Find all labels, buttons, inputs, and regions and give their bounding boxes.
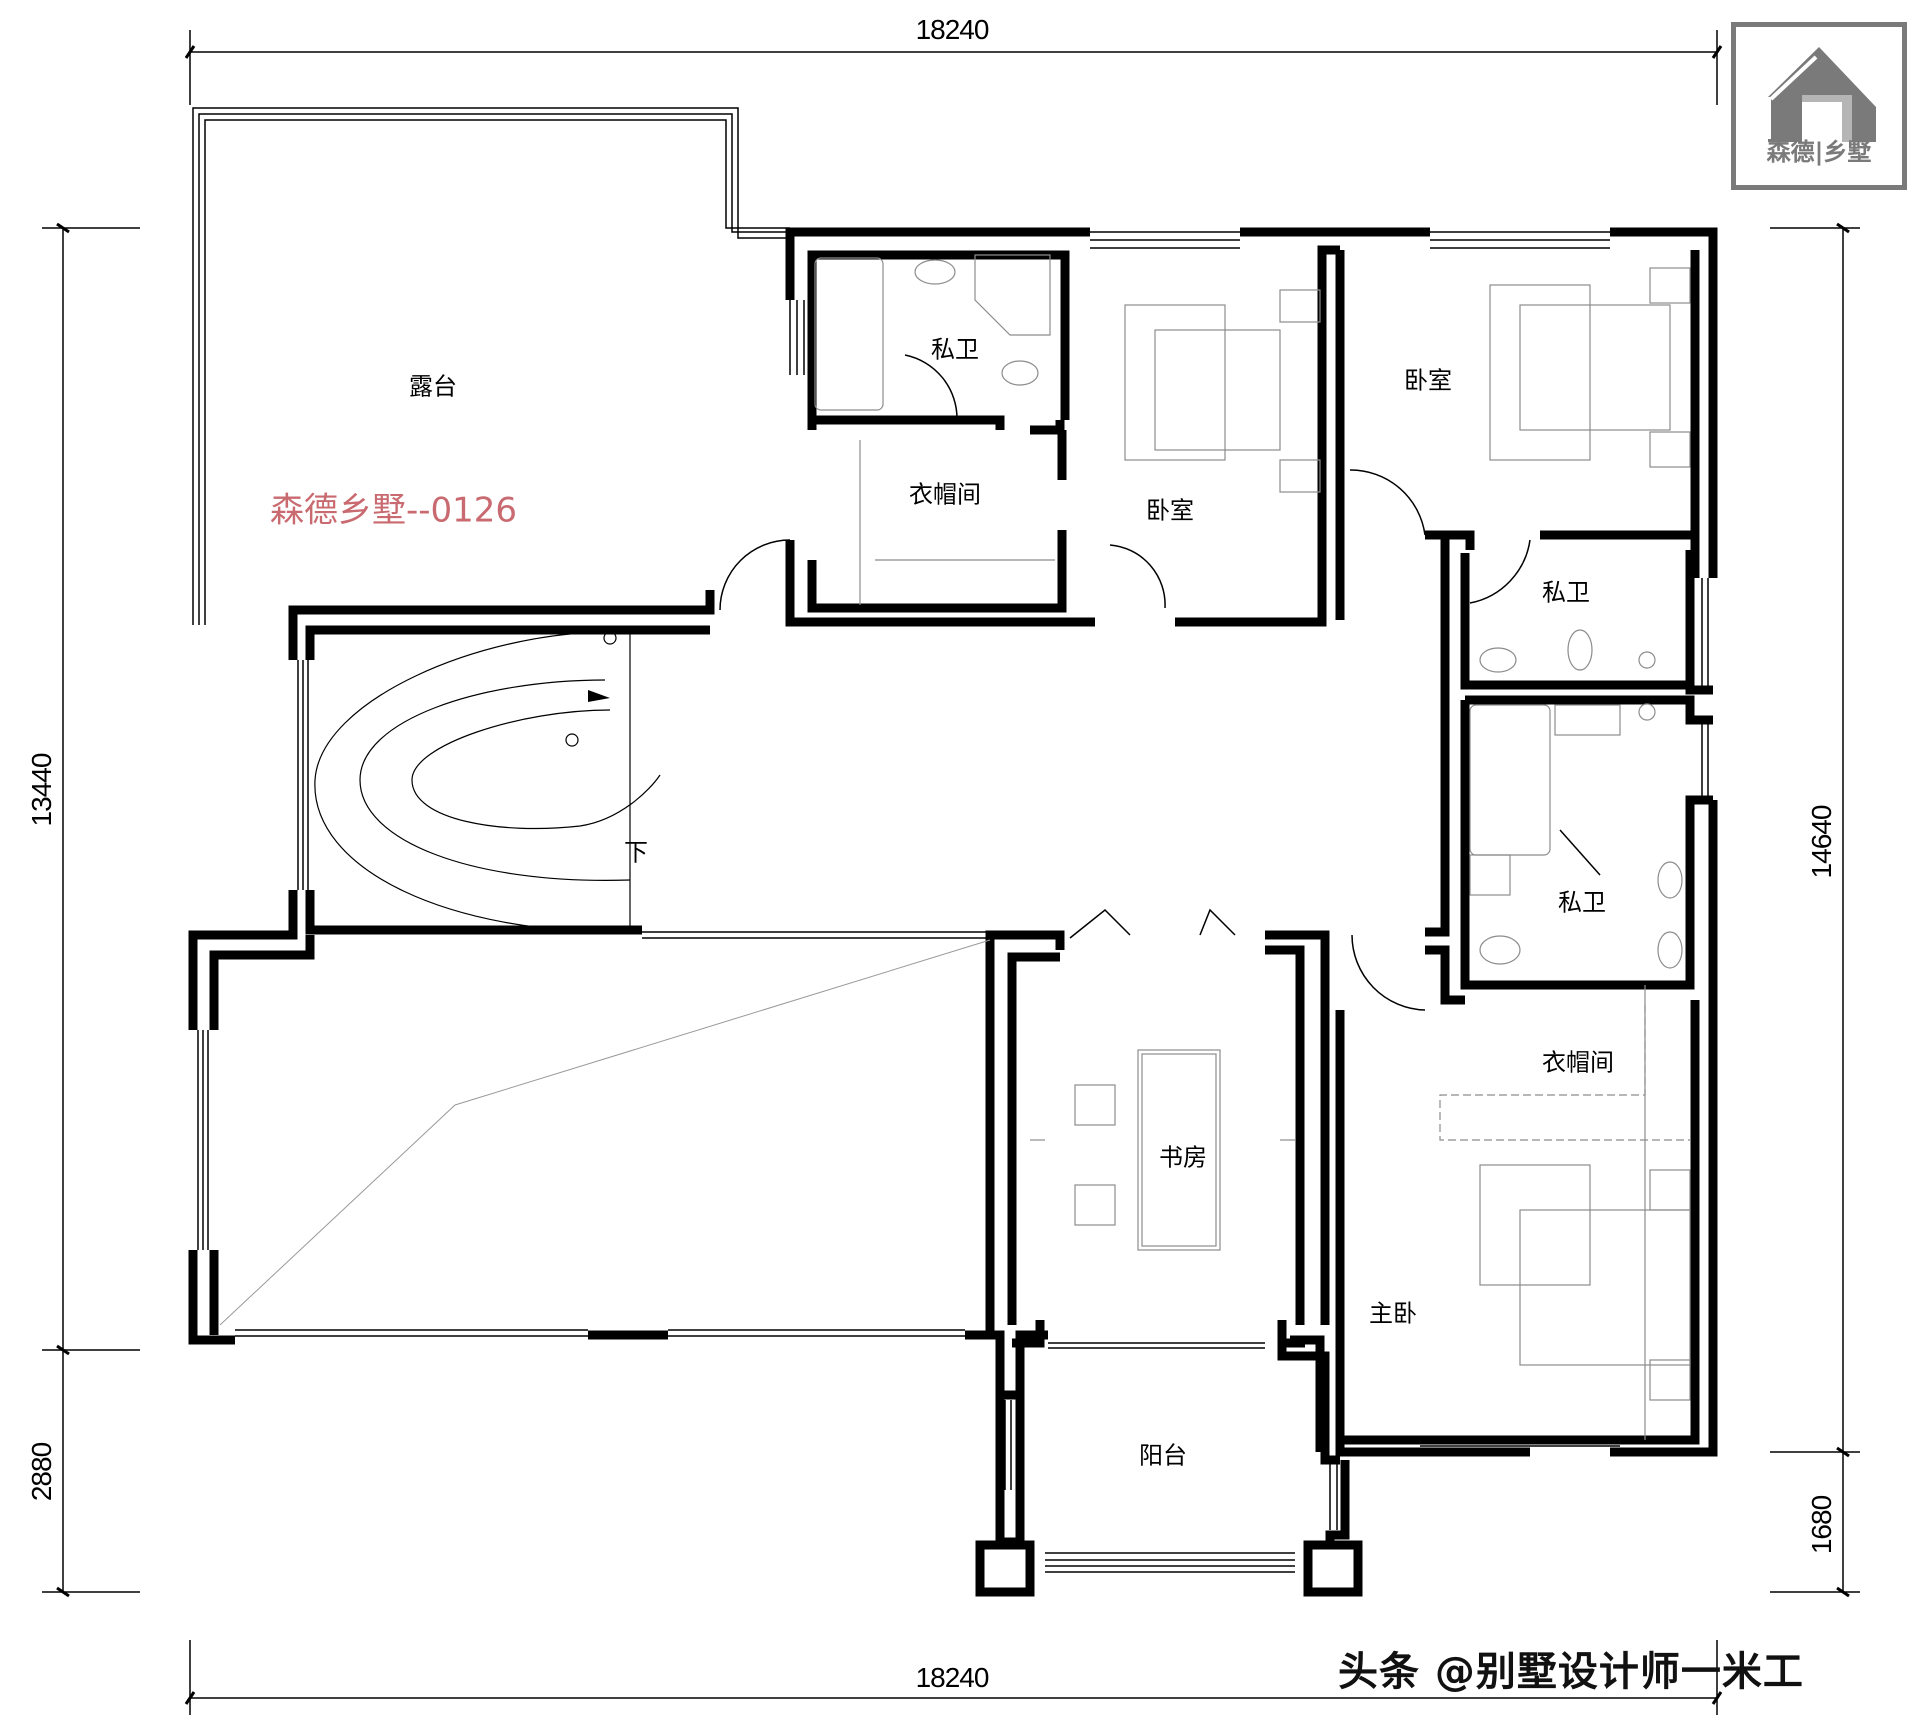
room-label-private-bath-2: 私卫 — [1542, 578, 1590, 607]
walls — [188, 227, 1718, 1597]
room-label-master-bedroom: 主卧 — [1369, 1299, 1417, 1328]
dimension-right-lower: 1680 — [1806, 1495, 1837, 1555]
dimension-right-upper: 14640 — [1806, 805, 1837, 879]
dimension-ticks — [56, 45, 1850, 1705]
dimension-lines — [42, 30, 1860, 1715]
stair-arrow-icon — [588, 690, 610, 702]
terrace-outline — [192, 107, 790, 625]
room-label-private-bath-1: 私卫 — [931, 335, 979, 364]
void-line — [219, 939, 991, 1326]
dimension-left-lower: 2880 — [26, 1442, 57, 1502]
room-label-balcony: 阳台 — [1139, 1441, 1187, 1470]
room-label-private-bath-3: 私卫 — [1558, 888, 1606, 917]
house-icon — [1767, 47, 1876, 142]
room-label-bedroom-1: 卧室 — [1146, 496, 1194, 525]
dimension-bottom: 18240 — [915, 1662, 990, 1693]
room-label-study: 书房 — [1159, 1143, 1207, 1172]
doors — [719, 354, 1601, 1011]
fixtures — [814, 254, 1691, 1440]
room-label-terrace: 露台 — [409, 372, 457, 401]
room-label-walk-in-closet-2: 衣帽间 — [1542, 1048, 1614, 1077]
windows — [197, 231, 1709, 1573]
watermark-label: 森德乡墅--0126 — [270, 490, 518, 531]
spiral-stair — [314, 631, 661, 933]
dimension-top: 18240 — [915, 14, 990, 45]
logo-text: 森德|乡墅 — [1766, 138, 1872, 166]
credit-label: 头条 @别墅设计师一米工 — [1338, 1649, 1804, 1695]
dimension-left-upper: 13440 — [26, 753, 57, 827]
stair-down-label: 下 — [624, 838, 648, 867]
brand-logo: 森德|乡墅 — [1731, 22, 1907, 190]
room-label-bedroom-2: 卧室 — [1404, 366, 1452, 395]
room-label-walk-in-closet-1: 衣帽间 — [909, 480, 981, 509]
